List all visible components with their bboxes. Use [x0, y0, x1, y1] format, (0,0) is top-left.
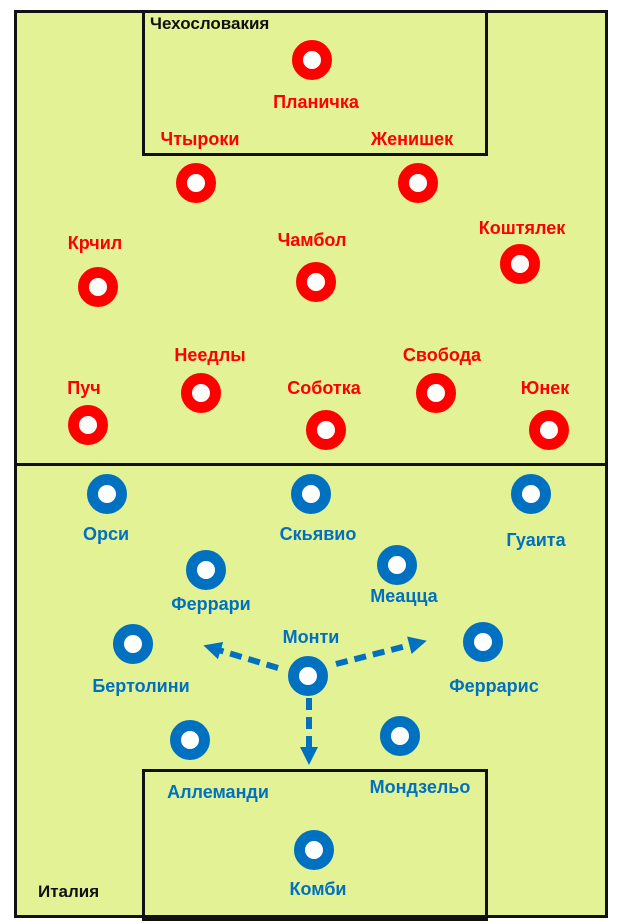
player-label-junek: Юнек — [520, 378, 570, 398]
bottom-penalty-box — [142, 769, 488, 921]
player-label-svoboda: Свобода — [402, 345, 482, 365]
player-label-ferrari: Феррари — [171, 594, 251, 614]
player-label-krcil: Крчил — [67, 233, 123, 253]
team-name-italy: Италия — [38, 882, 100, 901]
player-marker-ctyroky[interactable] — [176, 163, 216, 203]
player-label-combi: Комби — [289, 879, 347, 899]
top-penalty-box — [142, 10, 488, 156]
player-label-monti: Монти — [282, 627, 340, 647]
player-marker-ferrari[interactable] — [186, 550, 226, 590]
arrow-right — [335, 636, 427, 667]
football-pitch — [14, 10, 608, 921]
player-marker-monti[interactable] — [288, 656, 328, 696]
player-label-guaita: Гуаита — [506, 530, 566, 550]
player-marker-krcil[interactable] — [78, 267, 118, 307]
arrow-left — [203, 641, 279, 671]
player-label-planicka: Планичка — [273, 92, 359, 112]
player-label-meazza: Меацца — [370, 586, 438, 606]
player-marker-puc[interactable] — [68, 405, 108, 445]
player-marker-sobotka[interactable] — [306, 410, 346, 450]
player-label-monzeglio: Мондзельо — [369, 777, 471, 797]
player-marker-allemandi[interactable] — [170, 720, 210, 760]
player-marker-monzeglio[interactable] — [380, 716, 420, 756]
player-label-bertolini: Бертолини — [92, 676, 190, 696]
player-marker-kostalek[interactable] — [500, 244, 540, 284]
player-marker-combi[interactable] — [294, 830, 334, 870]
player-label-puc: Пуч — [67, 378, 101, 398]
team-name-czechoslovakia: Чехословакия — [150, 14, 270, 33]
player-marker-guaita[interactable] — [511, 474, 551, 514]
player-marker-zenisek[interactable] — [398, 163, 438, 203]
player-marker-planicka[interactable] — [292, 40, 332, 80]
player-marker-meazza[interactable] — [377, 545, 417, 585]
player-marker-cambal[interactable] — [296, 262, 336, 302]
player-marker-schiavio[interactable] — [291, 474, 331, 514]
player-marker-bertolini[interactable] — [113, 624, 153, 664]
halfway-line — [14, 463, 608, 466]
player-marker-ferraris[interactable] — [463, 622, 503, 662]
player-label-kostalek: Коштялек — [478, 218, 566, 238]
player-label-schiavio: Скьявио — [279, 524, 357, 544]
player-label-orsi: Орси — [82, 524, 130, 544]
player-marker-orsi[interactable] — [87, 474, 127, 514]
player-marker-junek[interactable] — [529, 410, 569, 450]
player-marker-svoboda[interactable] — [416, 373, 456, 413]
player-label-sobotka: Соботка — [287, 378, 361, 398]
player-label-ctyroky: Чтыроки — [160, 129, 240, 149]
player-label-nejedly: Неедлы — [174, 345, 246, 365]
player-label-ferraris: Феррарис — [449, 676, 539, 696]
player-label-zenisek: Женишек — [370, 129, 454, 149]
player-marker-nejedly[interactable] — [181, 373, 221, 413]
player-label-allemandi: Аллеманди — [167, 782, 269, 802]
player-label-cambal: Чамбол — [277, 230, 347, 250]
